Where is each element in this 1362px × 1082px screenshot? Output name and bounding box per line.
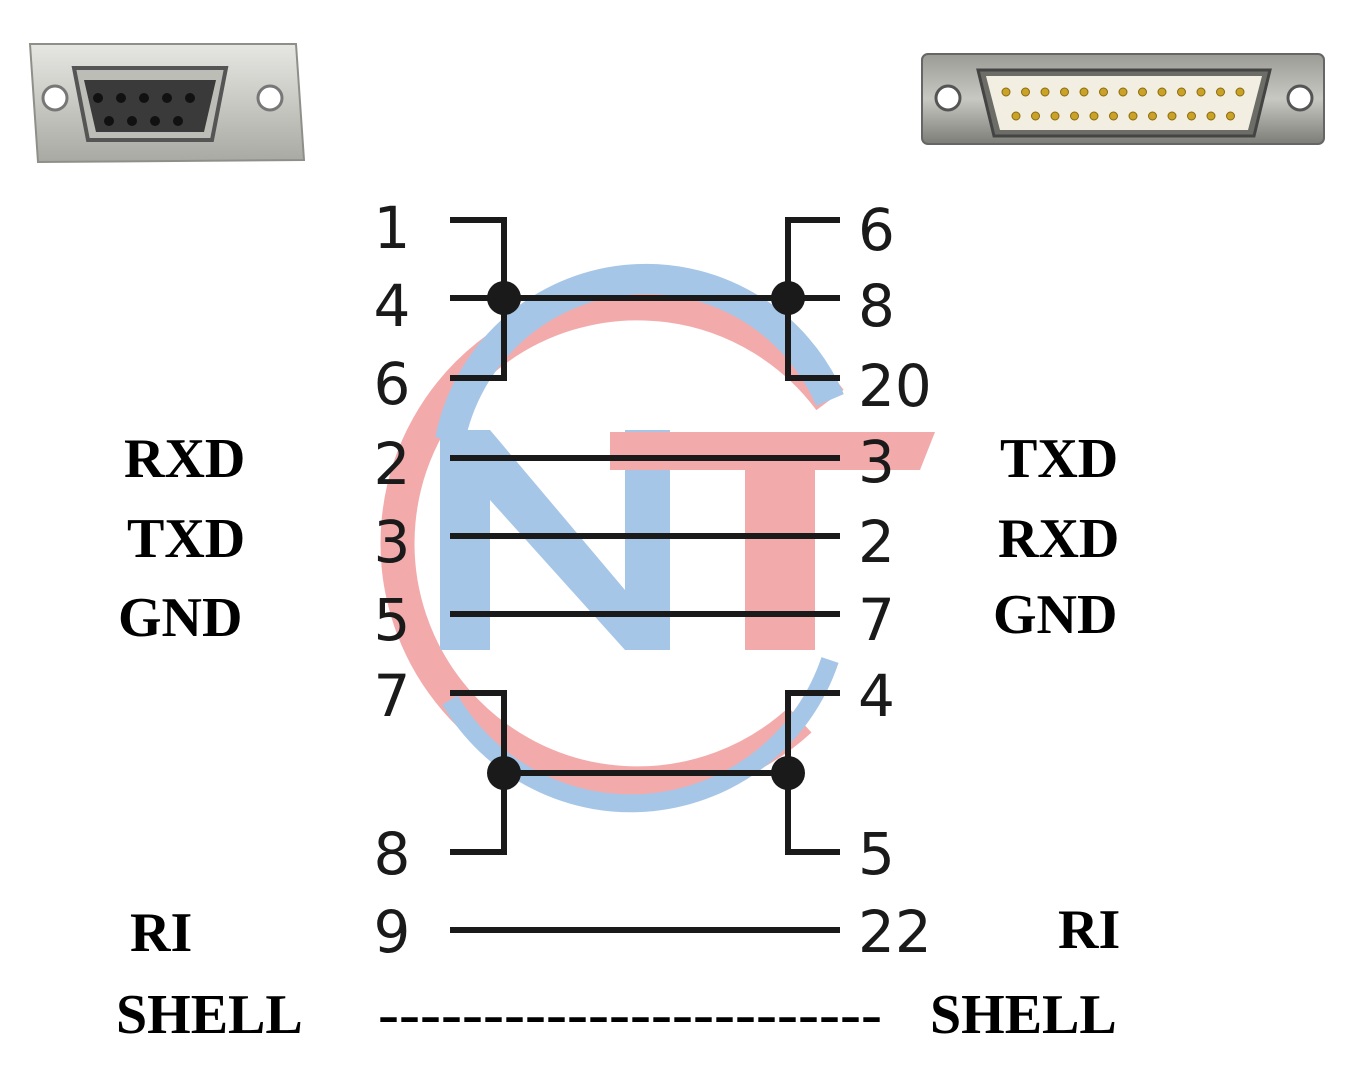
- right-pin: 4: [858, 662, 895, 730]
- db9-female-connector-image: [28, 43, 306, 164]
- left-pin-numbers: 1 4 6 2 3 5 7 8 9: [374, 194, 411, 966]
- db25-pin: [1235, 87, 1245, 97]
- left-pin: 8: [374, 820, 411, 888]
- db25-pin: [1157, 87, 1167, 97]
- left-pin: 3: [374, 508, 411, 576]
- left-label-txd: TXD: [127, 508, 245, 570]
- db25-pin: [1070, 111, 1079, 121]
- left-pin: 5: [374, 586, 411, 654]
- left-label-shell: SHELL: [116, 984, 303, 1046]
- db25-pin: [1187, 111, 1196, 121]
- db25-pin: [1118, 87, 1128, 97]
- left-label-gnd: GND: [118, 587, 242, 649]
- db25-male-connector-image: [921, 53, 1325, 145]
- db25-pin: [1109, 111, 1118, 121]
- right-label-rxd: RXD: [998, 508, 1119, 570]
- left-pin: 4: [374, 272, 411, 340]
- db25-pin: [1089, 111, 1099, 121]
- right-pin: 6: [858, 196, 895, 264]
- left-label-ri: RI: [130, 902, 192, 964]
- db25-pin: [1148, 111, 1157, 121]
- left-pin: 1: [374, 194, 411, 262]
- left-pin: 2: [374, 430, 411, 498]
- left-signal-labels: RXD TXD GND RI SHELL: [116, 428, 303, 1046]
- right-pin: 3: [858, 428, 895, 496]
- db25-pin: [1196, 87, 1206, 97]
- db25-pin: [1060, 87, 1069, 97]
- right-pin: 2: [858, 508, 895, 576]
- right-pin: 20: [858, 352, 932, 420]
- db25-pin: [1031, 111, 1040, 121]
- right-label-gnd: GND: [993, 584, 1117, 646]
- junction-dot: [771, 756, 805, 790]
- db25-pin: [1167, 111, 1177, 121]
- right-pin: 8: [858, 272, 895, 340]
- db25-pin: [1206, 111, 1216, 121]
- right-pin: 22: [858, 898, 932, 966]
- right-pin-numbers: 6 8 20 3 2 7 4 5 22: [858, 196, 932, 966]
- db25-pin: [1079, 87, 1089, 97]
- right-pin: 5: [858, 820, 895, 888]
- nt-logo-watermark: [380, 263, 935, 813]
- left-pin: 7: [374, 662, 411, 730]
- db25-pin: [1138, 87, 1147, 97]
- right-label-ri: RI: [1058, 899, 1120, 961]
- db25-pin: [1128, 111, 1138, 121]
- right-signal-labels: TXD RXD GND RI SHELL: [930, 428, 1120, 1046]
- db25-pin: [1011, 111, 1021, 121]
- db25-pin: [1099, 87, 1108, 97]
- db25-pin: [1177, 87, 1186, 97]
- db25-pin: [1040, 87, 1050, 97]
- junction-dot: [771, 281, 805, 315]
- junction-dot: [487, 281, 521, 315]
- db25-pin: [1021, 87, 1030, 97]
- left-label-rxd: RXD: [124, 428, 245, 490]
- junction-dot: [487, 756, 521, 790]
- db25-pin: [1001, 87, 1011, 97]
- shell-connection-dashes: ------------------------: [378, 984, 882, 1046]
- db25-pin: [1050, 111, 1060, 121]
- right-label-shell: SHELL: [930, 984, 1117, 1046]
- db25-pin: [1216, 87, 1225, 97]
- left-pin: 9: [374, 898, 411, 966]
- right-label-txd: TXD: [1000, 428, 1118, 490]
- db25-pin: [1226, 111, 1235, 121]
- left-pin: 6: [374, 350, 411, 418]
- wiring: [450, 217, 840, 933]
- right-pin: 7: [858, 586, 895, 654]
